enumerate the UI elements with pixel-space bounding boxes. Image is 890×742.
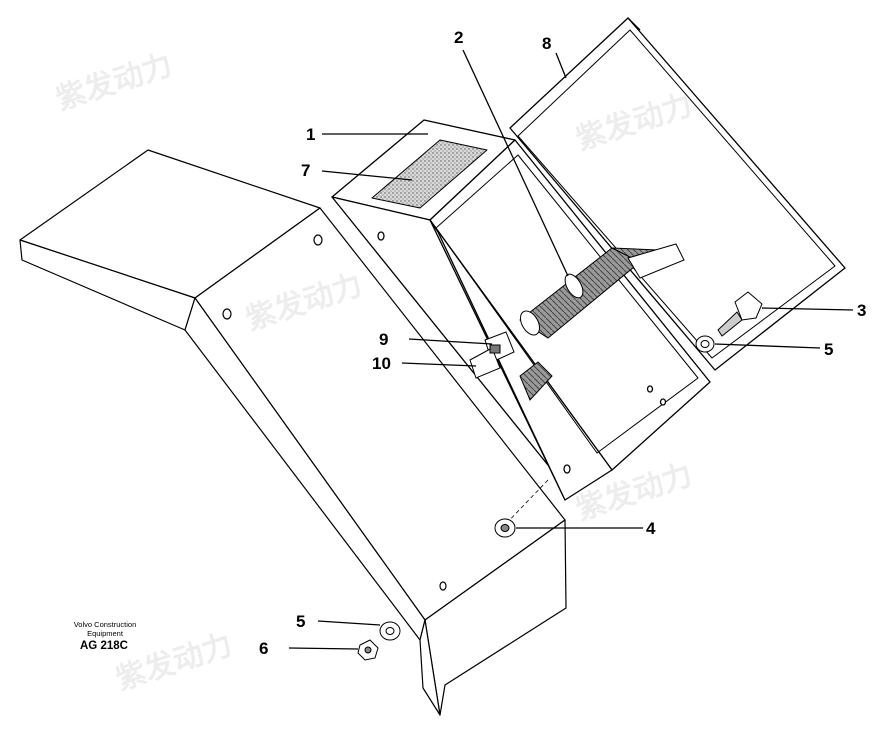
callout-5-lower: 5 [296, 612, 306, 631]
latch [469, 331, 515, 379]
callout-4: 4 [646, 519, 656, 538]
callout-10: 10 [372, 354, 391, 373]
strap [519, 243, 685, 401]
callout-9: 9 [379, 330, 389, 349]
nut-6 [357, 639, 379, 661]
caption-line-2: Equipment [87, 629, 123, 638]
figure-caption: Volvo Construction Equipment AG 218C [60, 620, 150, 652]
callout-3: 3 [857, 301, 867, 320]
callout-2: 2 [454, 28, 464, 47]
callout-1: 1 [306, 125, 316, 144]
callout-5-upper: 5 [824, 340, 834, 359]
watermark-cn-1: 紫发动力 [52, 47, 177, 117]
fender-panel [19, 149, 567, 716]
washer-5-lower [379, 621, 401, 641]
leader-lines [288, 49, 854, 650]
bolt [717, 291, 763, 337]
callout-7: 7 [301, 161, 311, 180]
callout-8: 8 [542, 34, 552, 53]
callout-6: 6 [259, 639, 269, 658]
box-lid [509, 17, 846, 371]
nut-4 [494, 518, 516, 538]
caption-line-1: Volvo Construction [73, 620, 137, 629]
washer-5-upper [695, 335, 715, 353]
caption-code: AG 218C [80, 640, 128, 652]
